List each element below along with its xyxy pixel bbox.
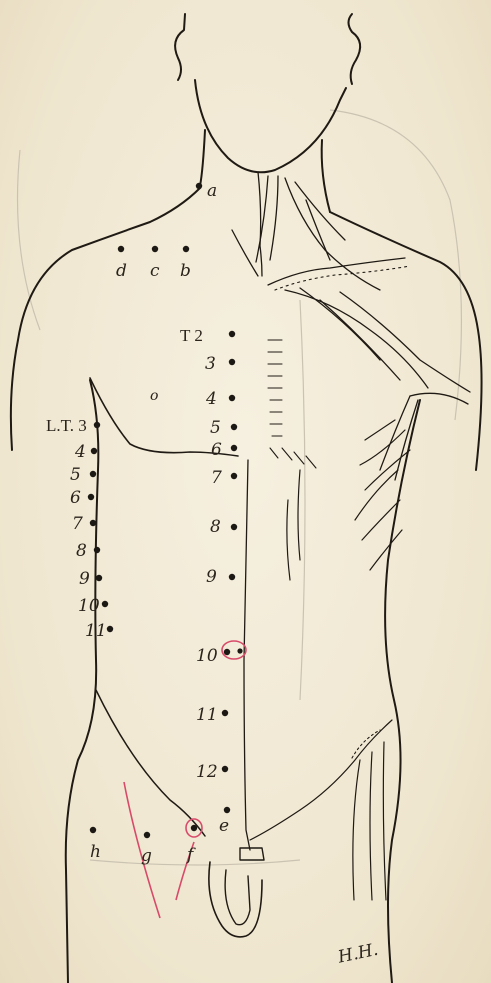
label-LT8: 8 xyxy=(76,541,87,561)
label-c: c xyxy=(150,261,160,281)
point-c xyxy=(152,246,158,252)
point-T6 xyxy=(231,445,237,451)
genital-outline xyxy=(209,848,264,937)
bleed-through xyxy=(18,110,462,865)
point-LT5 xyxy=(90,471,96,477)
point-LT8 xyxy=(94,547,100,553)
label-T11: 11 xyxy=(196,705,218,725)
label-LT7: 7 xyxy=(72,514,83,534)
point-d xyxy=(118,246,124,252)
label-d: d xyxy=(116,261,127,281)
label-g: g xyxy=(141,846,152,866)
label-T2: T 2 xyxy=(180,326,203,345)
label-f: f xyxy=(185,845,196,865)
point-T10b xyxy=(237,648,242,653)
label-T10: 10 xyxy=(196,646,218,666)
clavicle-region xyxy=(268,258,470,392)
abdomen xyxy=(244,460,392,900)
label-b: b xyxy=(180,261,191,281)
hatched-region xyxy=(268,340,316,468)
label-LT9: 9 xyxy=(79,569,90,589)
label-T8: 8 xyxy=(210,517,221,537)
label-e: e xyxy=(219,816,229,836)
lateral-points: L.T. 3 4 5 6 7 8 9 10 11 xyxy=(46,416,113,641)
point-h xyxy=(90,827,96,833)
point-T7 xyxy=(231,473,237,479)
point-LT9 xyxy=(96,575,102,581)
label-LT3: L.T. 3 xyxy=(46,416,87,435)
point-f xyxy=(191,825,197,831)
point-T8 xyxy=(231,524,237,530)
label-T7: 7 xyxy=(211,468,222,488)
point-LT3 xyxy=(94,422,100,428)
point-g xyxy=(144,832,150,838)
label-T5: 5 xyxy=(210,418,221,438)
groin-points: h g f xyxy=(90,825,197,866)
label-T4: 4 xyxy=(205,389,217,409)
label-LT10: 10 xyxy=(78,596,100,616)
point-T12 xyxy=(222,766,228,772)
red-annotations xyxy=(124,641,246,918)
neck-muscles xyxy=(232,172,380,290)
label-h: h xyxy=(90,842,101,862)
label-a: a xyxy=(207,181,217,201)
point-b xyxy=(183,246,189,252)
point-a xyxy=(196,183,202,189)
point-T5 xyxy=(231,424,237,430)
point-T10 xyxy=(224,649,230,655)
shoulder-muscles xyxy=(355,393,468,570)
label-LT11: 11 xyxy=(85,621,107,641)
point-LT6 xyxy=(88,494,94,500)
point-LT7 xyxy=(90,520,96,526)
point-T2 xyxy=(229,331,235,337)
point-T9 xyxy=(229,574,235,580)
label-LT4: 4 xyxy=(74,442,86,462)
point-e xyxy=(224,807,230,813)
point-LT4 xyxy=(91,448,97,454)
chest-small-mark: o xyxy=(150,388,158,404)
point-T4 xyxy=(229,395,235,401)
point-LT11 xyxy=(107,626,113,632)
label-T9: 9 xyxy=(206,567,217,587)
label-T6: 6 xyxy=(211,440,222,460)
point-T11 xyxy=(222,710,228,716)
label-LT6: 6 xyxy=(70,488,81,508)
label-T3: 3 xyxy=(205,354,216,374)
label-LT5: 5 xyxy=(70,465,81,485)
point-LT10 xyxy=(102,601,108,607)
point-T3 xyxy=(229,359,235,365)
label-T12: 12 xyxy=(196,762,218,782)
thoracic-front-points: T 2 3 4 5 6 7 8 9 10 11 12 e xyxy=(180,326,243,836)
artist-signature: H.H. xyxy=(335,940,380,968)
